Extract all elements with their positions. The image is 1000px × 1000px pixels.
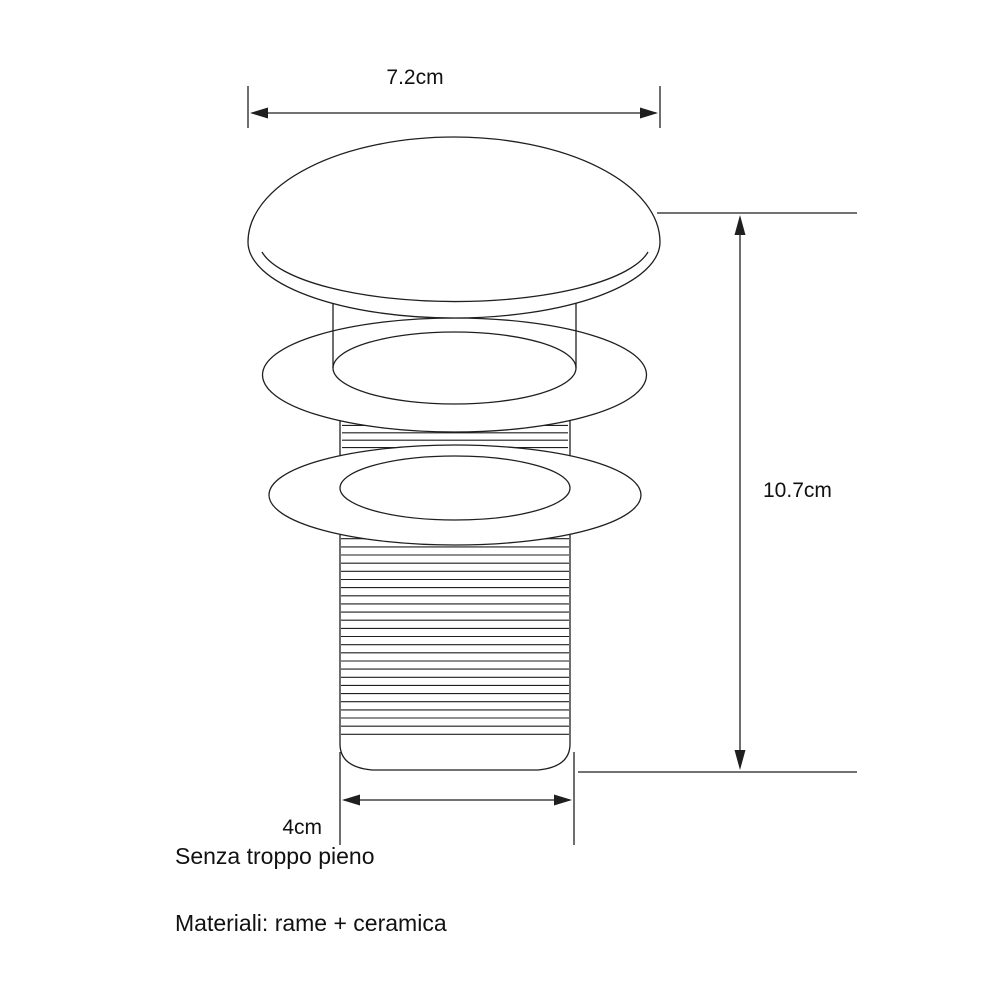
- arrowhead-down-icon: [734, 750, 746, 770]
- arrowhead-left-icon: [342, 794, 360, 806]
- drain-threaded-body: [339, 470, 571, 771]
- upper-flange-outer: [261, 317, 648, 433]
- overflow-note: Senza troppo pieno: [175, 843, 375, 869]
- materials-note: Materiali: rame + ceramica: [175, 910, 447, 936]
- drain-upper-flange: [261, 317, 648, 433]
- thread-diameter-label: 4cm: [282, 816, 322, 839]
- arrowhead-right-icon: [554, 794, 572, 806]
- lower-flange-outer: [268, 444, 642, 546]
- cap-outline: [247, 136, 661, 319]
- drain-lower-flange: [268, 444, 642, 546]
- cap-rim-line: [261, 251, 649, 303]
- drain-cap: [247, 136, 661, 319]
- dimension-thread-diameter: 4cm: [282, 752, 575, 845]
- dimension-total-height: 10.7cm: [578, 212, 857, 773]
- arrowhead-up-icon: [734, 215, 746, 235]
- arrowhead-left-icon: [250, 107, 268, 119]
- dimension-cap-diameter: 7.2cm: [247, 66, 661, 128]
- arrowhead-right-icon: [640, 107, 658, 119]
- total-height-label: 10.7cm: [763, 479, 832, 502]
- cap-diameter-label: 7.2cm: [386, 66, 443, 89]
- lower-flange-inner: [339, 455, 571, 521]
- drain-neck: [332, 302, 577, 368]
